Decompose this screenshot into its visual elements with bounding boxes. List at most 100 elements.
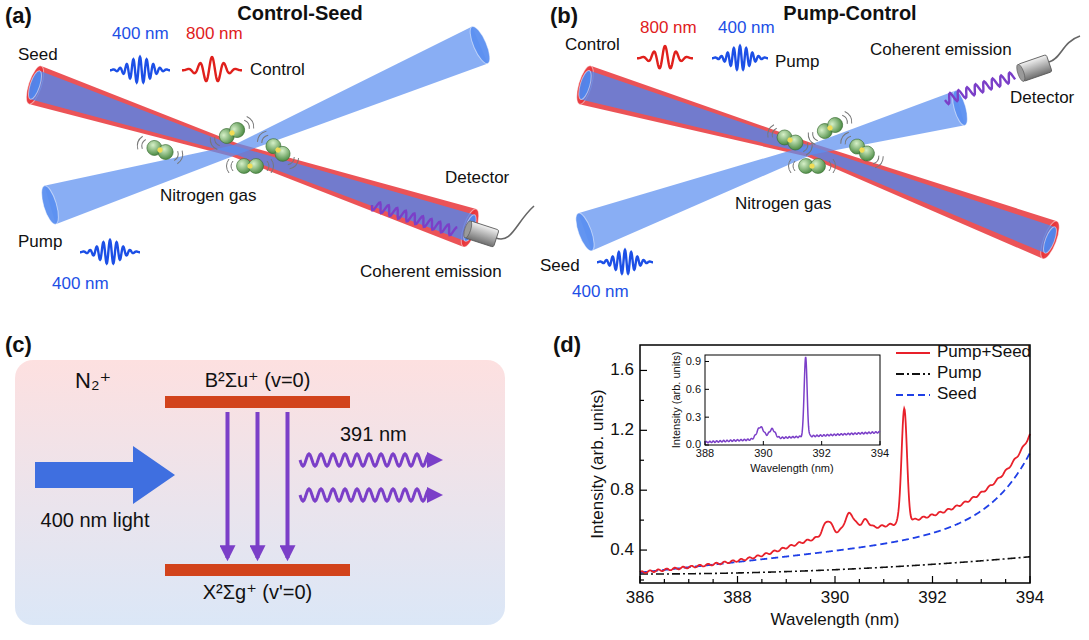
nitrogen-molecule <box>208 115 256 151</box>
pump-beam-end <box>466 24 494 66</box>
atom <box>227 120 247 140</box>
level-bar <box>165 396 350 408</box>
tick-label: 0.3 <box>686 411 701 424</box>
plot-frame <box>640 345 1030 583</box>
tick-mark <box>859 579 860 583</box>
legend-sample <box>895 368 931 380</box>
detector-cable <box>1049 36 1080 62</box>
transition-arrow <box>226 412 230 558</box>
tick-label: 392 <box>812 447 830 460</box>
light-pulse <box>80 240 140 263</box>
tick-mark <box>737 576 738 583</box>
tick-mark <box>1029 576 1030 583</box>
panel-title: Pump-Control <box>783 2 916 25</box>
vibration-mark <box>208 115 256 151</box>
light-pulse <box>182 57 242 81</box>
nitrogen-molecule <box>227 159 274 174</box>
vibration-mark <box>789 159 836 173</box>
bond-dot <box>858 146 865 153</box>
light-pulse <box>712 46 768 69</box>
detector-symbol <box>462 220 499 247</box>
atom <box>856 143 877 164</box>
tick-mark <box>705 361 709 362</box>
tick-label: 0.6 <box>686 383 701 396</box>
panel-letter: (a) <box>5 3 32 28</box>
wavelength-label: 400 nm <box>112 24 169 44</box>
beam-label: Seed <box>18 45 58 65</box>
bond-dot <box>274 146 281 153</box>
tick-label: 0.9 <box>686 355 701 368</box>
pump-beam-end <box>576 69 594 100</box>
panel-title: Control-Seed <box>237 2 363 25</box>
level-text: 391 nm <box>340 422 407 446</box>
level-bar <box>165 564 350 576</box>
nitrogen-molecule <box>838 130 885 169</box>
legend-row: Seed <box>895 384 1031 405</box>
bond-dot <box>826 124 833 131</box>
pump-beam-end <box>38 184 62 226</box>
level-text: N₂⁺ <box>75 368 111 394</box>
wavelength-label: 400 nm <box>572 282 629 302</box>
tick-label: 1.6 <box>610 360 634 380</box>
tick-mark <box>880 441 881 445</box>
sample-label: Nitrogen gas <box>160 186 256 206</box>
tick-label: 388 <box>696 447 714 460</box>
legend: Pump+SeedPumpSeed <box>895 342 1031 405</box>
tick-mark <box>821 441 822 445</box>
axis-title: Wavelength (nm) <box>750 462 833 475</box>
panel-letter: (b) <box>550 3 578 28</box>
bond-dot <box>809 163 814 168</box>
atom <box>156 142 175 161</box>
vibration-mark <box>806 110 854 146</box>
energy-level: X²Σg⁺ (v'=0) <box>165 564 350 604</box>
legend-row: Pump+Seed <box>895 342 1031 363</box>
level-text: 400 nm light <box>40 508 150 532</box>
seed-beam-end <box>572 211 598 253</box>
detector-cable <box>496 206 534 239</box>
tick-mark <box>705 417 709 418</box>
tick-mark <box>786 579 787 583</box>
emission-label: Coherent emission <box>360 262 502 282</box>
tick-mark <box>640 520 644 521</box>
atom <box>825 115 845 135</box>
bond-dot <box>247 163 252 168</box>
wavelength-label: 800 nm <box>186 24 243 44</box>
transition-arrow <box>256 412 260 558</box>
level-label: X²Σg⁺ (v'=0) <box>165 580 350 604</box>
tick-mark <box>664 579 665 583</box>
tick-mark <box>981 579 982 583</box>
tick-mark <box>834 576 835 583</box>
tick-mark <box>705 389 709 390</box>
tick-mark <box>1005 579 1006 583</box>
seed-beam-end <box>26 69 44 100</box>
seed-beam <box>578 91 965 251</box>
tick-mark <box>640 460 644 461</box>
legend-text: Pump+Seed <box>937 342 1031 362</box>
tick-mark <box>932 576 933 583</box>
nitrogen-molecule <box>135 135 184 165</box>
tick-mark <box>763 441 764 445</box>
seed-beam <box>30 71 474 242</box>
tick-label: 390 <box>821 588 849 608</box>
level-label: B²Σu⁺ (v=0) <box>165 368 350 392</box>
inset-frame <box>705 355 880 445</box>
control-beam <box>579 66 1057 259</box>
nitrogen-molecule <box>789 159 836 174</box>
tick-label: 394 <box>871 447 889 460</box>
emission-label: Coherent emission <box>870 40 1012 60</box>
pump-beam-end <box>1041 225 1059 254</box>
emission-arrow <box>300 454 428 466</box>
device-label: Detector <box>445 168 509 188</box>
tick-label: 0.8 <box>610 480 634 500</box>
vibration-mark <box>136 135 185 164</box>
control-beam <box>29 66 476 247</box>
excitation-arrow <box>35 446 175 504</box>
inset-curve <box>705 357 880 443</box>
bond-dot <box>787 137 794 144</box>
energy-diagram-panel: N₂⁺ 400 nm light 391 nm B²Σu⁺ (v=0) X²Σg⁺ (v… <box>15 360 505 625</box>
tick-mark <box>908 579 909 583</box>
light-pulse <box>597 250 653 273</box>
bond-dot <box>157 147 164 154</box>
light-pulse <box>110 57 170 82</box>
